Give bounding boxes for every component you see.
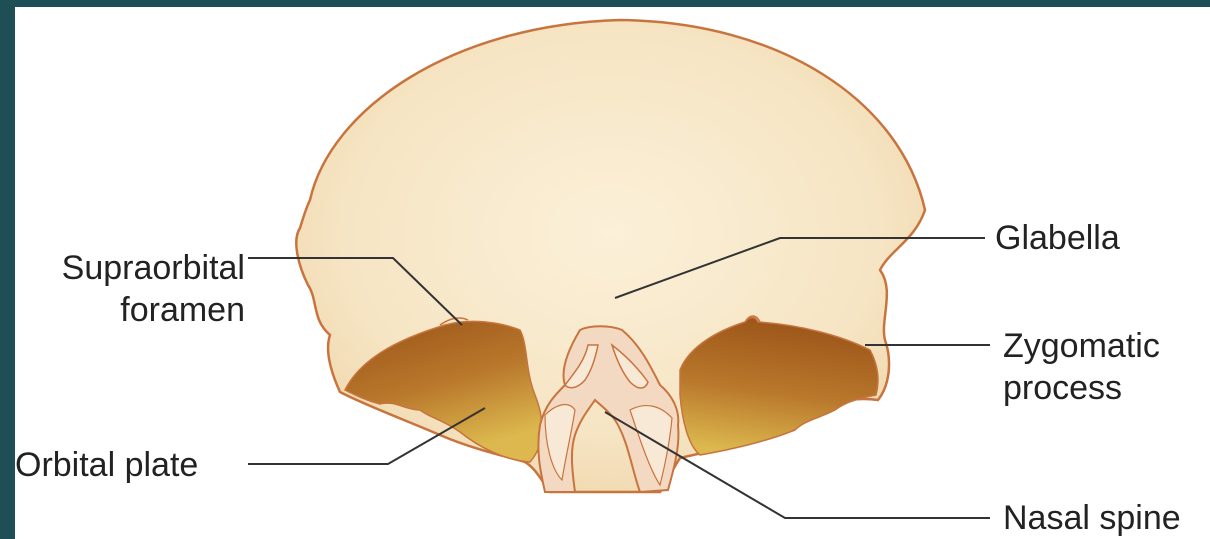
label-orbital-plate: Orbital plate — [15, 444, 198, 486]
label-zygomatic-process: Zygomatic process — [1003, 325, 1160, 409]
label-supraorbital-foramen: Supraorbital foramen — [25, 247, 245, 331]
nasal-spine-text: Nasal spine — [1003, 497, 1181, 539]
zygomatic-text-line2: process — [1003, 367, 1160, 409]
label-glabella: Glabella — [995, 217, 1120, 259]
supraorbital-text-line1: Supraorbital — [25, 247, 245, 289]
label-nasal-spine: Nasal spine — [1003, 497, 1181, 539]
supraorbital-text-line2: foramen — [25, 289, 245, 331]
orbital-plate-text: Orbital plate — [15, 444, 198, 486]
diagram-frame: Glabella Supraorbital foramen Zygomatic … — [15, 7, 1210, 539]
zygomatic-text-line1: Zygomatic — [1003, 325, 1160, 367]
frontal-bone-squama — [296, 20, 925, 492]
glabella-text: Glabella — [995, 217, 1120, 259]
